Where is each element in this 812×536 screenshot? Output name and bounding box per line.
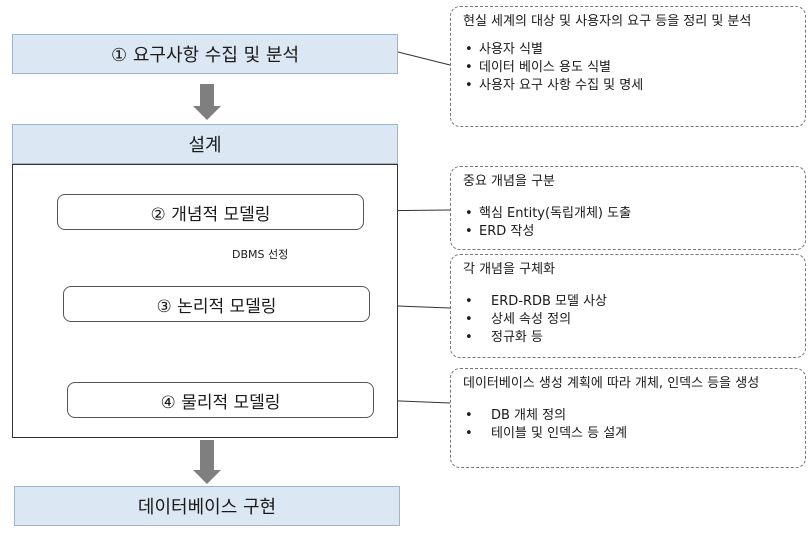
note-title: 데이터베이스 생성 계획에 따라 개체, 인덱스 등을 생성	[463, 376, 760, 391]
note-title: 중요 개념을 구분	[463, 174, 555, 189]
list-item: 핵심 Entity(독립개체) 도출	[463, 205, 795, 223]
list-item: 정규화 등	[463, 329, 795, 347]
note-title: 현실 세계의 대상 및 사용자의 요구 등을 정리 및 분석	[463, 14, 752, 29]
step-design-label: 설계	[188, 135, 222, 156]
arrow-down-icon	[193, 440, 221, 484]
note-title: 각 개념을 구체화	[463, 262, 555, 277]
list-item: 데이터 베이스 용도 식별	[463, 59, 795, 77]
note-logical: 각 개념을 구체화 ERD-RDB 모델 사상 상세 속성 정의 정규화 등	[450, 254, 806, 358]
step-requirements-label: ① 요구사항 수집 및 분석	[110, 45, 300, 66]
connector-line	[397, 51, 451, 66]
list-item: ERD 작성	[463, 223, 795, 241]
step-conceptual: ② 개념적 모델링	[57, 194, 364, 230]
step-logical-label: ③ 논리적 모델링	[156, 296, 277, 317]
step-logical: ③ 논리적 모델링	[63, 286, 370, 322]
arrow-down-icon	[193, 84, 221, 120]
step-physical-label: ④ 물리적 모델링	[160, 392, 281, 413]
step-design: 설계	[12, 124, 398, 164]
note-list: 핵심 Entity(독립개체) 도출 ERD 작성	[463, 205, 795, 241]
step-implementation-label: 데이터베이스 구현	[137, 497, 277, 518]
step-requirements: ① 요구사항 수집 및 분석	[12, 34, 398, 74]
note-physical: 데이터베이스 생성 계획에 따라 개체, 인덱스 등을 생성 DB 개체 정의 …	[450, 368, 806, 468]
note-list: 사용자 식별 데이터 베이스 용도 식별 사용자 요구 사항 수집 및 명세	[463, 41, 795, 95]
step-physical: ④ 물리적 모델링	[67, 382, 374, 418]
step-implementation: 데이터베이스 구현	[14, 486, 400, 526]
list-item: DB 개체 정의	[463, 407, 795, 425]
note-conceptual: 중요 개념을 구분 핵심 Entity(독립개체) 도출 ERD 작성	[450, 166, 806, 250]
step-conceptual-label: ② 개념적 모델링	[150, 204, 271, 225]
note-requirements: 현실 세계의 대상 및 사용자의 요구 등을 정리 및 분석 사용자 식별 데이…	[450, 6, 806, 127]
note-list: DB 개체 정의 테이블 및 인덱스 등 설계	[463, 407, 795, 443]
note-list: ERD-RDB 모델 사상 상세 속성 정의 정규화 등	[463, 293, 795, 347]
list-item: 테이블 및 인덱스 등 설계	[463, 425, 795, 443]
list-item: 사용자 식별	[463, 41, 795, 59]
list-item: 사용자 요구 사항 수집 및 명세	[463, 77, 795, 95]
list-item: ERD-RDB 모델 사상	[463, 293, 795, 311]
arrow-label: DBMS 선정	[232, 248, 289, 261]
list-item: 상세 속성 정의	[463, 311, 795, 329]
